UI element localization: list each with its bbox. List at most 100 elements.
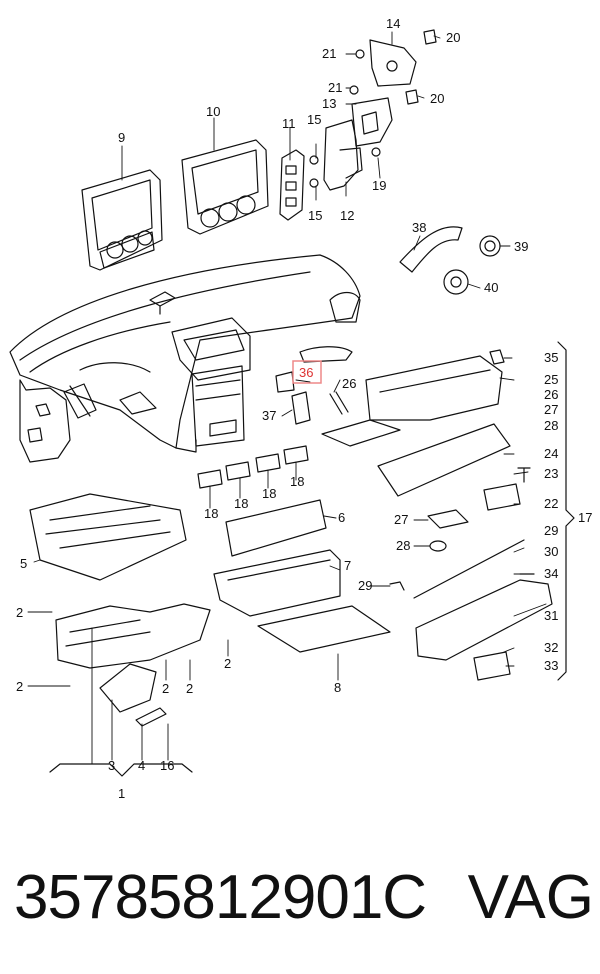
part-8-tray	[257, 605, 391, 653]
part-7-glovebox-housing	[213, 549, 341, 617]
callout-10: 10	[206, 104, 220, 119]
part-21-screw-b	[349, 85, 359, 95]
part-27-hinge	[427, 509, 469, 529]
callout-27-left: 27	[394, 512, 408, 527]
callout-29-left: 29	[358, 578, 372, 593]
callout-20-bottom: 20	[430, 91, 444, 106]
callout-6: 6	[338, 510, 345, 525]
part-36-strut	[329, 391, 349, 415]
callout-28-left: 28	[396, 538, 410, 553]
callout-27-right: 27	[544, 402, 558, 417]
part-35-clip	[489, 349, 505, 365]
part-37-bracket	[291, 391, 311, 425]
callout-20-top: 20	[446, 30, 460, 45]
callout-19: 19	[372, 178, 386, 193]
part-1-trim-assembly	[55, 603, 211, 669]
footer: 35785812901C VAG	[14, 862, 594, 942]
callout-18-d: 18	[290, 474, 304, 489]
callout-15-top: 15	[307, 112, 321, 127]
part-number: 35785812901C	[14, 863, 427, 932]
callout-7: 7	[344, 558, 351, 573]
callout-12: 12	[340, 208, 354, 223]
parts-diagram: 9 10 11 15 15 12 13 14 21 21 20 20 19 38…	[9, 16, 592, 801]
part-30-rod	[413, 539, 525, 599]
callout-9: 9	[118, 130, 125, 145]
part-22-latch	[483, 483, 521, 511]
callout-2-c: 2	[224, 656, 231, 671]
callout-34: 34	[544, 566, 558, 581]
callout-15-bottom: 15	[308, 208, 322, 223]
callout-5: 5	[20, 556, 27, 571]
callout-2-e: 2	[186, 681, 193, 696]
callout-24: 24	[544, 446, 558, 461]
part-4-clip	[135, 707, 167, 727]
callout-21-top: 21	[322, 46, 336, 61]
part-29-clip	[389, 581, 405, 591]
callout-2-a: 2	[16, 605, 23, 620]
part-15-screw-b	[309, 178, 319, 188]
callout-36-highlight	[292, 360, 322, 384]
bracket-1	[49, 763, 193, 777]
callout-21-bottom: 21	[328, 80, 342, 95]
part-40-disc	[443, 269, 469, 295]
callout-30: 30	[544, 544, 558, 559]
part-5-lower-panel	[29, 493, 187, 581]
part-33-handle	[473, 651, 511, 681]
part-25-glovebox-upper	[321, 355, 503, 447]
callout-28-right: 28	[544, 418, 558, 433]
bracket-17	[557, 341, 575, 681]
callout-39: 39	[514, 239, 528, 254]
callout-26-left: 26	[342, 376, 356, 391]
callout-13: 13	[322, 96, 336, 111]
callout-17: 17	[578, 510, 592, 525]
part-6-panel	[225, 499, 327, 557]
part-19-screw	[371, 147, 381, 157]
brand-label: VAG	[467, 863, 594, 932]
part-28-ring	[429, 540, 447, 552]
callout-29-right: 29	[544, 523, 558, 538]
part-31-lid	[415, 579, 553, 661]
part-24-panel	[377, 423, 511, 497]
callout-22: 22	[544, 496, 558, 511]
part-12-bracket	[323, 119, 363, 191]
callout-8: 8	[334, 680, 341, 695]
callout-36: 36	[299, 365, 313, 380]
callout-2-b: 2	[16, 679, 23, 694]
part-39-ring	[479, 235, 501, 257]
callout-14: 14	[386, 16, 400, 31]
part-21-screw-a	[355, 49, 365, 59]
callout-40: 40	[484, 280, 498, 295]
part-3-cover	[99, 663, 157, 713]
callout-11: 11	[282, 116, 296, 131]
part-18-switches	[197, 445, 309, 489]
part-38-duct	[399, 226, 463, 273]
callout-32: 32	[544, 640, 558, 655]
part-36-mount	[275, 371, 295, 393]
part-15-screw-a	[309, 155, 319, 165]
callout-37: 37	[262, 408, 276, 423]
callout-3: 3	[108, 758, 115, 773]
part-20-clip-b	[405, 89, 419, 105]
callout-1: 1	[118, 786, 125, 801]
part-23-screw	[517, 467, 531, 483]
callout-33: 33	[544, 658, 558, 673]
part-14-mount	[369, 39, 417, 87]
callout-35: 35	[544, 350, 558, 365]
callout-18-b: 18	[234, 496, 248, 511]
callout-18-c: 18	[262, 486, 276, 501]
callout-25: 25	[544, 372, 558, 387]
callout-16: 16	[160, 758, 174, 773]
callout-4: 4	[138, 758, 145, 773]
callout-38: 38	[412, 220, 426, 235]
part-13-bracket	[351, 97, 393, 147]
part-9-trim-frame	[81, 169, 163, 271]
part-10-trim-frame	[181, 139, 269, 235]
callout-23: 23	[544, 466, 558, 481]
callout-31: 31	[544, 608, 558, 623]
callout-26-right: 26	[544, 387, 558, 402]
callout-2-d: 2	[162, 681, 169, 696]
part-20-clip-a	[423, 29, 437, 45]
part-11-switch-panel	[279, 149, 305, 221]
callout-18-a: 18	[204, 506, 218, 521]
dashboard-assembly	[9, 254, 361, 463]
